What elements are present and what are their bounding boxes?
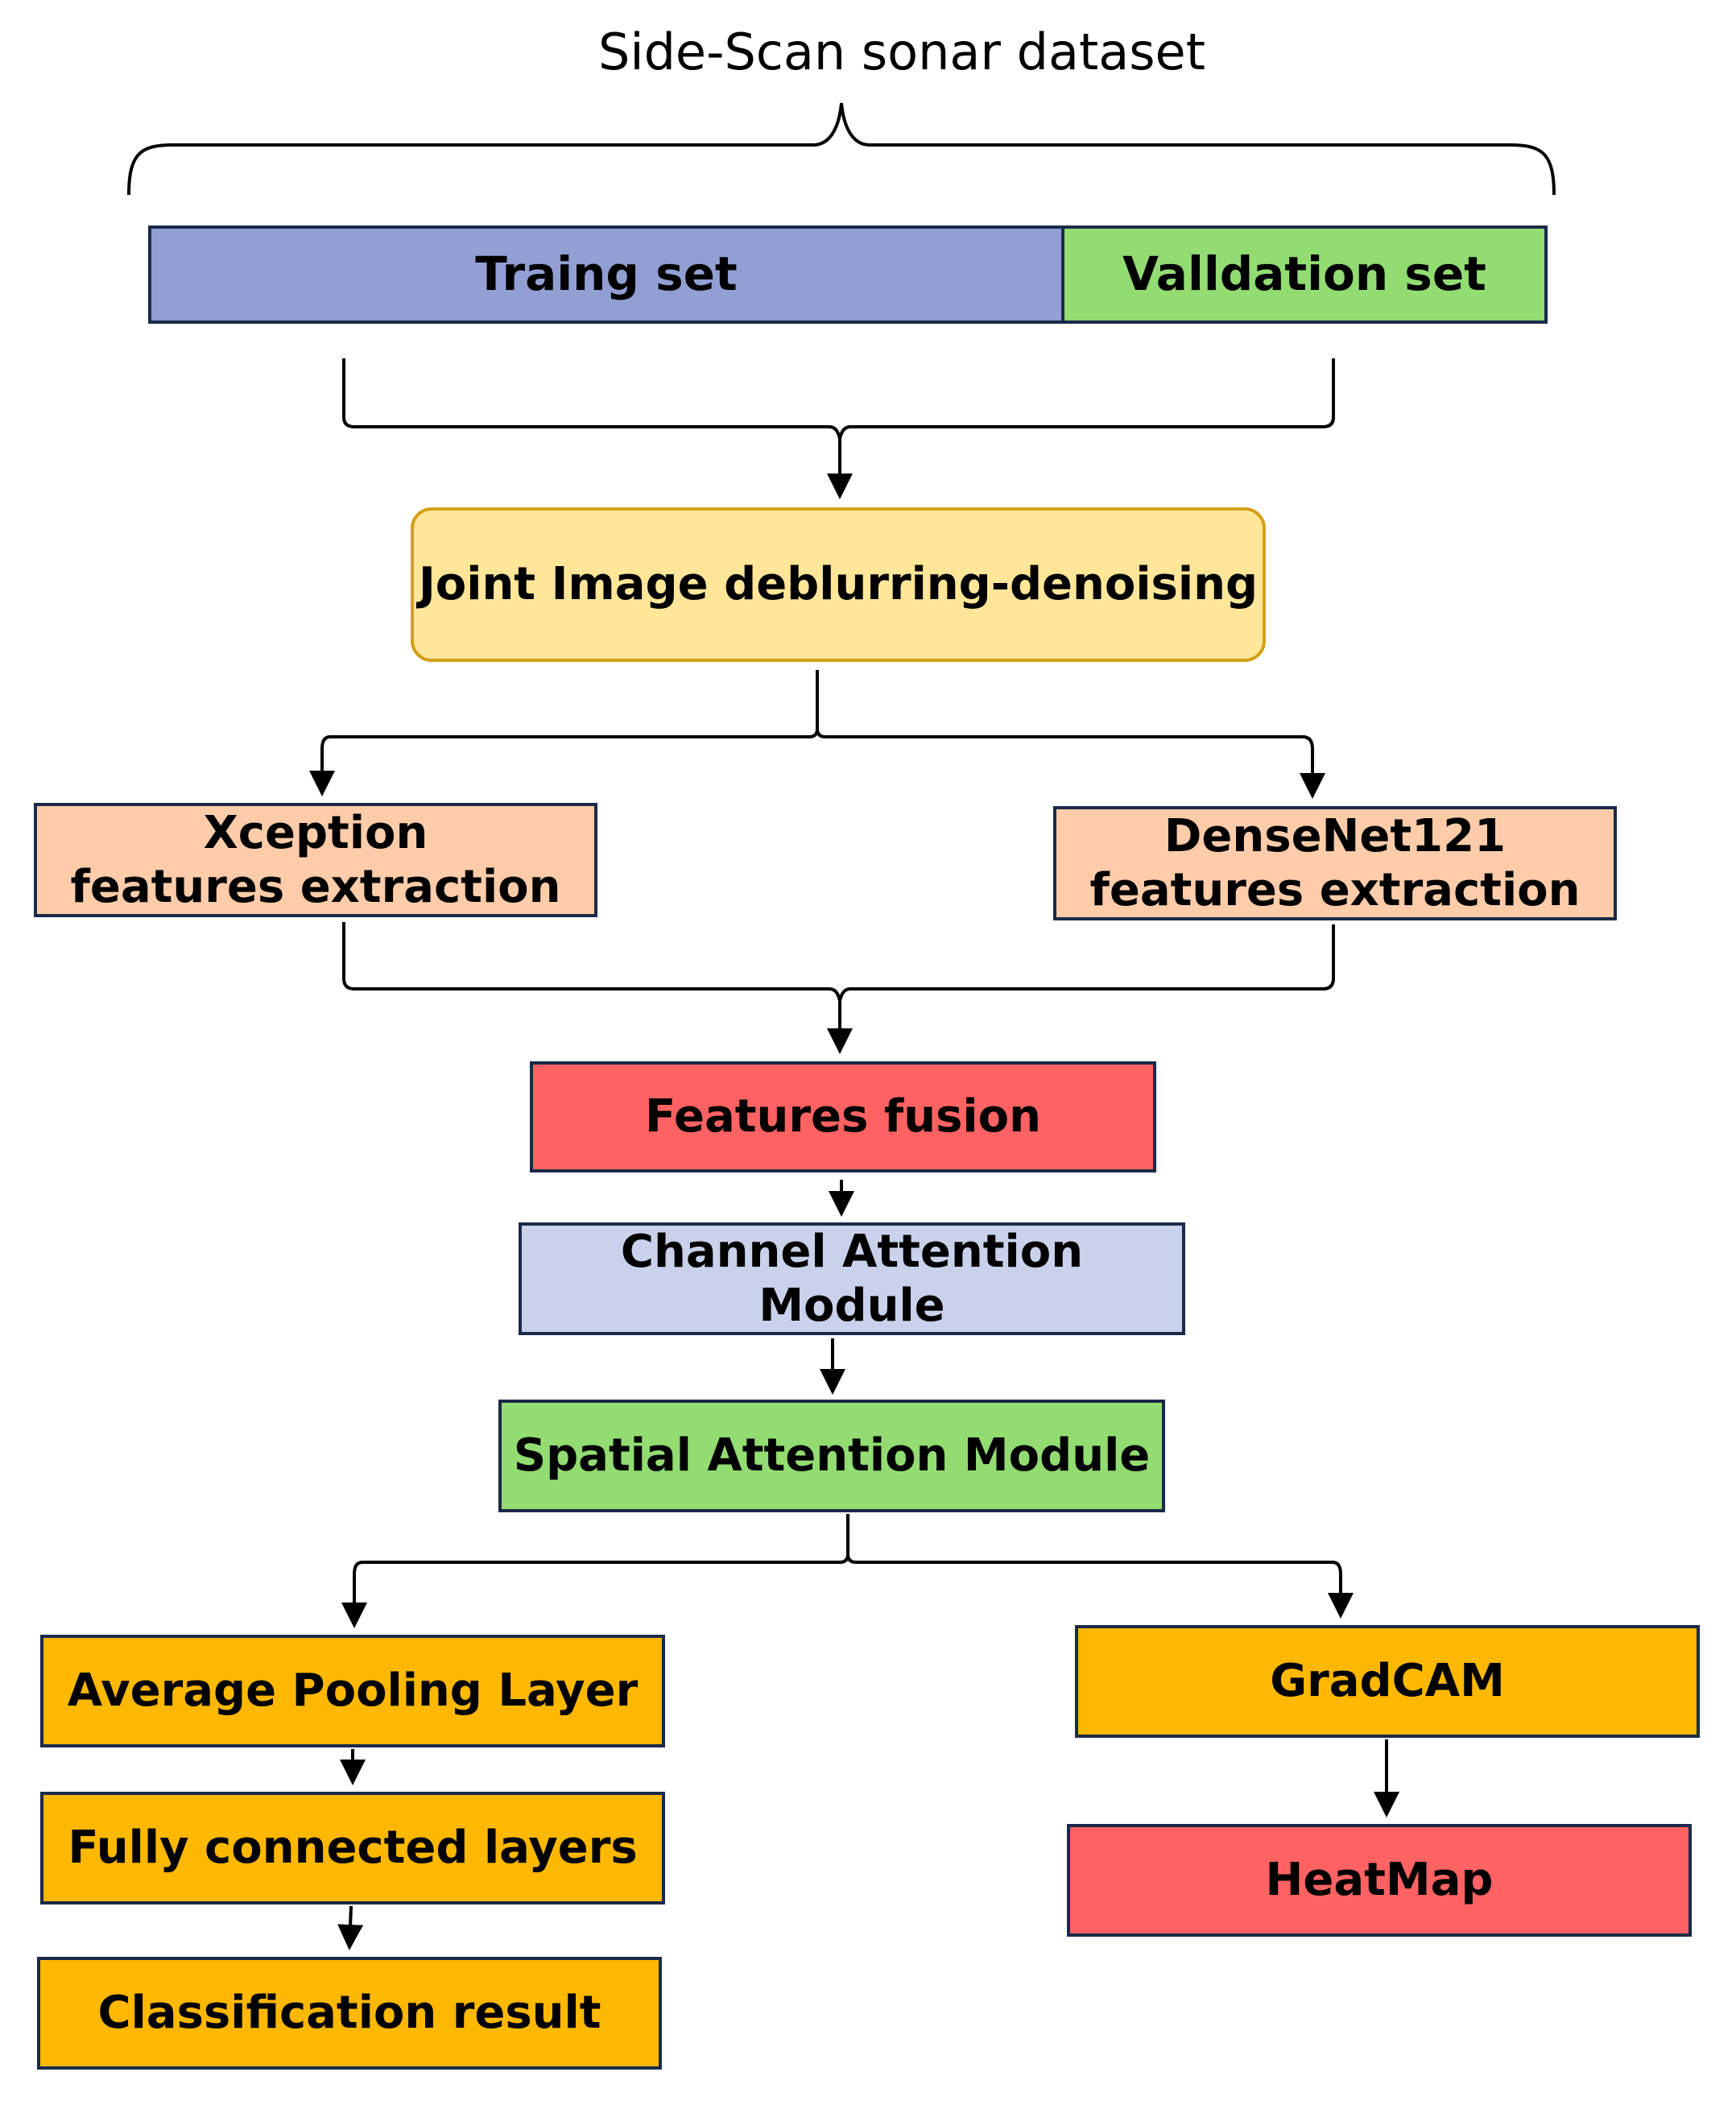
heatmap-label: HeatMap <box>1265 1854 1494 1907</box>
fully-connected-box: Fully connected layers <box>40 1792 665 1904</box>
bracket-sam-right <box>846 1553 1354 1619</box>
gradcam-box: GradCAM <box>1075 1625 1700 1738</box>
average-pooling-box: Average Pooling Layer <box>40 1635 665 1747</box>
training-set-box: Traing set <box>148 225 1064 324</box>
xception-subtitle: features extraction <box>70 861 561 913</box>
densenet-subtitle: features extraction <box>1089 864 1581 916</box>
average-pooling-label: Average Pooling Layer <box>67 1665 639 1718</box>
bracket-joint-right <box>816 728 1325 799</box>
classification-result-label: Classification result <box>97 1987 601 2040</box>
heatmap-box: HeatMap <box>1067 1824 1692 1937</box>
dataset-title: Side-Scan sonar dataset <box>597 23 1206 81</box>
fully-connected-label: Fully connected layers <box>68 1822 638 1875</box>
spatial-attention-box: Spatial Attention Module <box>498 1400 1165 1512</box>
bracket-sam-left <box>341 1514 849 1628</box>
validation-set-box: Valldation set <box>1061 225 1548 324</box>
arrow-fc-cls <box>337 1905 364 1950</box>
bracket-train-val <box>342 358 1335 440</box>
xception-title: Xception <box>203 806 428 859</box>
densenet-title: DenseNet121 <box>1164 809 1507 862</box>
xception-box: Xception features extraction <box>34 803 597 917</box>
bracket-joint-split <box>309 670 819 796</box>
channel-attention-label: Channel Attention Module <box>620 1225 1084 1332</box>
spatial-attention-label: Spatial Attention Module <box>513 1429 1151 1483</box>
gradcam-label: GradCAM <box>1270 1655 1505 1708</box>
training-set-label: Traing set <box>475 246 738 302</box>
densenet-box: DenseNet121 features extraction <box>1053 806 1617 920</box>
features-fusion-label: Features fusion <box>645 1090 1041 1143</box>
dataset-brace <box>127 102 1556 196</box>
channel-attention-box: Channel Attention Module <box>519 1222 1185 1335</box>
joint-deblurring-label: Joint Image deblurring-denoising <box>418 558 1259 611</box>
joint-deblurring-box: Joint Image deblurring-denoising <box>411 507 1266 662</box>
bracket-extractors <box>342 922 1335 1002</box>
features-fusion-box: Features fusion <box>530 1061 1156 1172</box>
validation-set-label: Valldation set <box>1122 246 1486 302</box>
classification-result-box: Classification result <box>37 1957 662 2070</box>
